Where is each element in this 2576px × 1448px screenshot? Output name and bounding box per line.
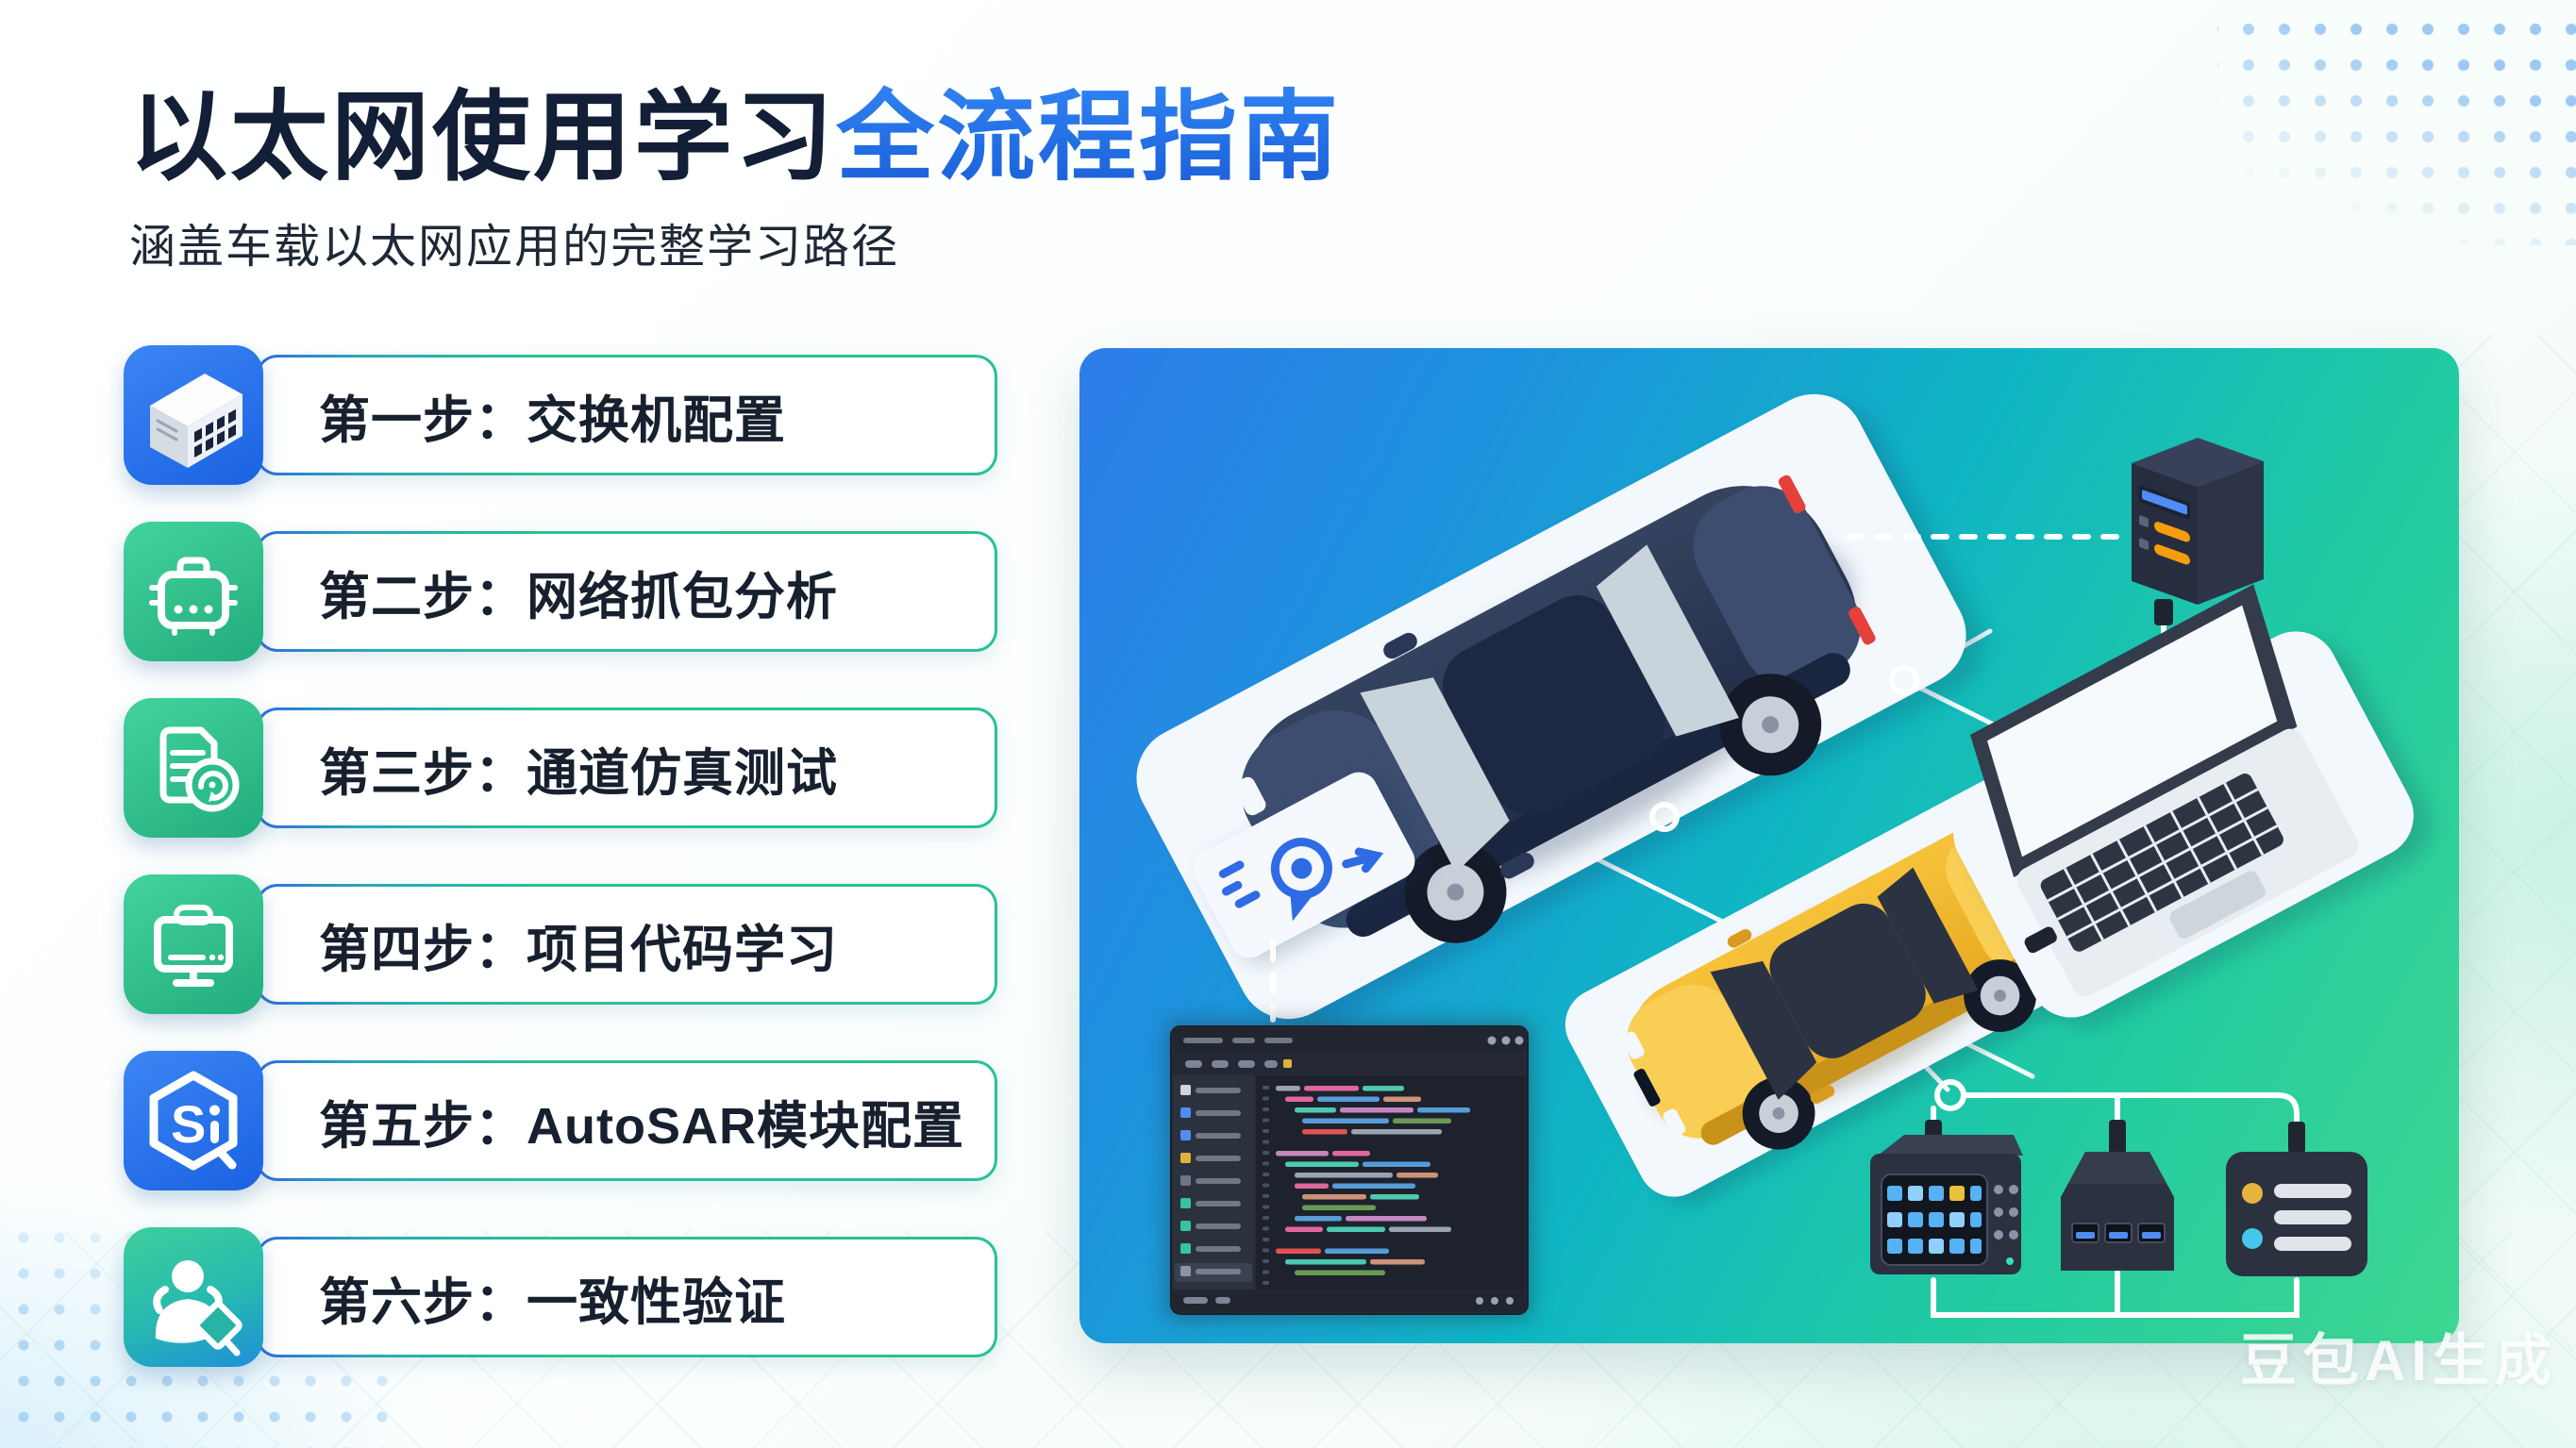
usb-hub-device [2061, 1120, 2174, 1271]
step-label-box: 第四步：项目代码学习 [256, 884, 997, 1005]
step-label: 第六步：一致性验证 [319, 1273, 786, 1331]
dot-grid-top-right [2217, 0, 2576, 245]
laptop-workstation [1953, 584, 2432, 1027]
page-title-accent: 全流程指南 [836, 83, 1342, 192]
step-label: 第五步：AutoSAR模块配置 [319, 1097, 964, 1155]
ai-watermark: 豆包AI生成 [2240, 1329, 2557, 1392]
step-label: 第三步：通道仿真测试 [319, 744, 838, 802]
code-editor-window [1165, 1021, 1533, 1320]
step-label-box: 第六步：一致性验证 [256, 1237, 997, 1357]
step-item-6: 第六步：一致性验证 [124, 1227, 997, 1367]
step-item-2: 第二步：网络抓包分析 [124, 522, 997, 661]
page-title: 以太网使用学习全流程指南 [129, 83, 1341, 192]
step-label-box: 第一步：交换机配置 [256, 355, 997, 475]
step-item-5: 第五步：AutoSAR模块配置 S [124, 1051, 997, 1190]
automotive-ethernet-illustration [1136, 393, 2432, 1320]
autosar-hexagon-icon: S [124, 1051, 263, 1190]
header: 以太网使用学习全流程指南 涵盖车载以太网应用的完整学习路径 [129, 83, 1341, 276]
step-list: 第一步：交换机配置 第二步：网络抓包分析 [124, 345, 997, 1367]
code-monitor-icon [124, 874, 263, 1014]
illustration-panel [1079, 348, 2459, 1343]
io-controller-device [2226, 1122, 2367, 1276]
diagonal-lattice-right [2453, 335, 2576, 1373]
step-item-4: 第四步：项目代码学习 [124, 874, 997, 1014]
step-label: 第二步：网络抓包分析 [319, 568, 838, 625]
yellow-sedan [1564, 767, 2141, 1205]
step-label-box: 第三步：通道仿真测试 [256, 707, 997, 828]
diagnostic-card [1193, 772, 1427, 963]
step-label-box: 第二步：网络抓包分析 [256, 531, 997, 652]
packet-capture-icon [124, 522, 263, 661]
svg-text:S: S [171, 1094, 206, 1154]
page-title-primary: 以太网使用学习 [129, 83, 837, 192]
diagnostic-tester-device [1870, 1120, 2023, 1274]
ethernet-switch-icon [124, 345, 263, 485]
device-wires [1931, 1092, 2300, 1318]
report-gauge-icon [124, 698, 263, 838]
step-label: 第四步：项目代码学习 [319, 921, 838, 978]
step-item-1: 第一步：交换机配置 [124, 345, 997, 485]
step-label-box: 第五步：AutoSAR模块配置 [256, 1060, 997, 1181]
page-subtitle: 涵盖车载以太网应用的完整学习路径 [129, 222, 900, 274]
step-label: 第一步：交换机配置 [319, 391, 786, 449]
conformance-reader-icon [124, 1227, 263, 1367]
step-item-3: 第三步：通道仿真测试 [124, 698, 997, 838]
